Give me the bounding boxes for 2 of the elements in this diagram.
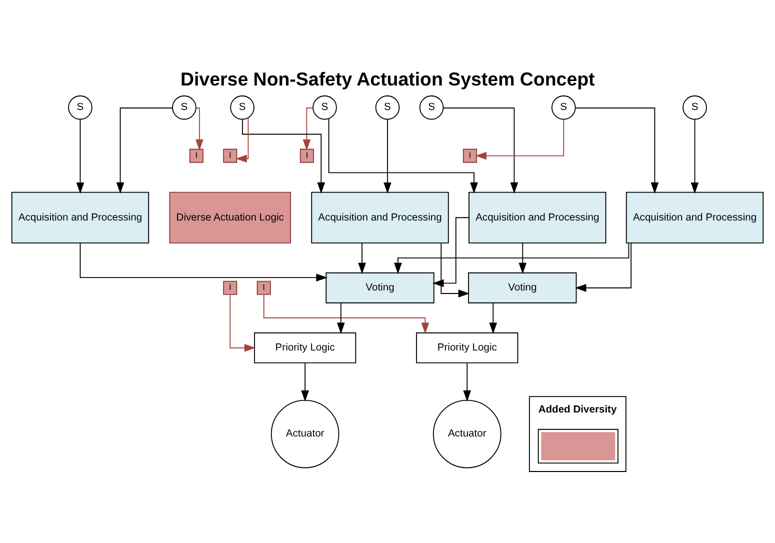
legend-label: Added Diversity [538,404,617,416]
diagram-title: Diverse Non-Safety Actuation System Concept [180,68,595,90]
